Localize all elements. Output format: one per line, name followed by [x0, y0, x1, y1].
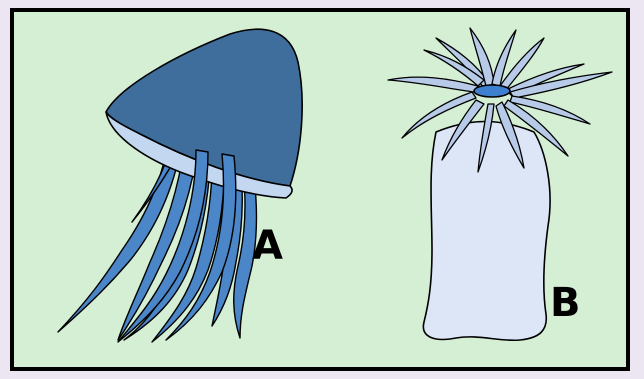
polyp-mouth — [474, 85, 510, 97]
polyp-body — [423, 122, 550, 341]
medusa-figure — [58, 29, 302, 342]
label-b: B — [550, 283, 582, 323]
label-a: A — [252, 226, 284, 266]
